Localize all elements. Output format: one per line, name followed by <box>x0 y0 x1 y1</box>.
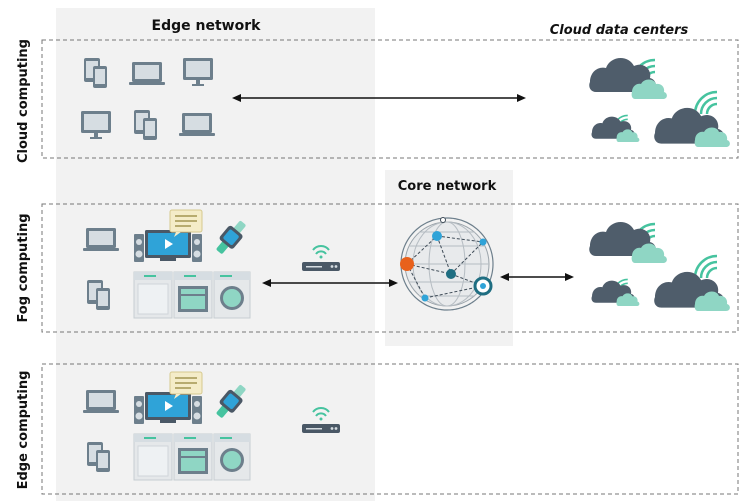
laptop-icon <box>83 228 119 251</box>
arrow-icon <box>232 94 526 102</box>
laptop-icon <box>129 62 165 85</box>
edge-network-label: Edge network <box>152 18 262 34</box>
cloud-icon <box>654 90 730 147</box>
arrow-icon <box>262 279 398 287</box>
cloud-icon <box>591 114 640 143</box>
cloud-icon <box>654 254 730 311</box>
edge-computing-label: Edge computing <box>16 371 31 490</box>
cloud-data-centers-label: Cloud data centers <box>550 23 689 38</box>
cloud-icon <box>589 221 667 263</box>
globe-network-icon <box>400 217 494 311</box>
washing-machine-icon <box>133 271 251 319</box>
cloud-computing-row <box>41 39 739 159</box>
washing-machine-icon <box>133 433 251 481</box>
arrow-icon <box>500 273 574 281</box>
laptop-icon <box>83 390 119 413</box>
core-network-label: Core network <box>398 179 497 194</box>
laptop-icon <box>179 113 215 136</box>
cloud-computing-label: Cloud computing <box>16 39 31 163</box>
fog-computing-row <box>41 203 739 333</box>
fog-computing-label: Fog computing <box>16 213 31 322</box>
cloud-icon <box>589 57 667 99</box>
cloud-icon <box>591 278 640 307</box>
